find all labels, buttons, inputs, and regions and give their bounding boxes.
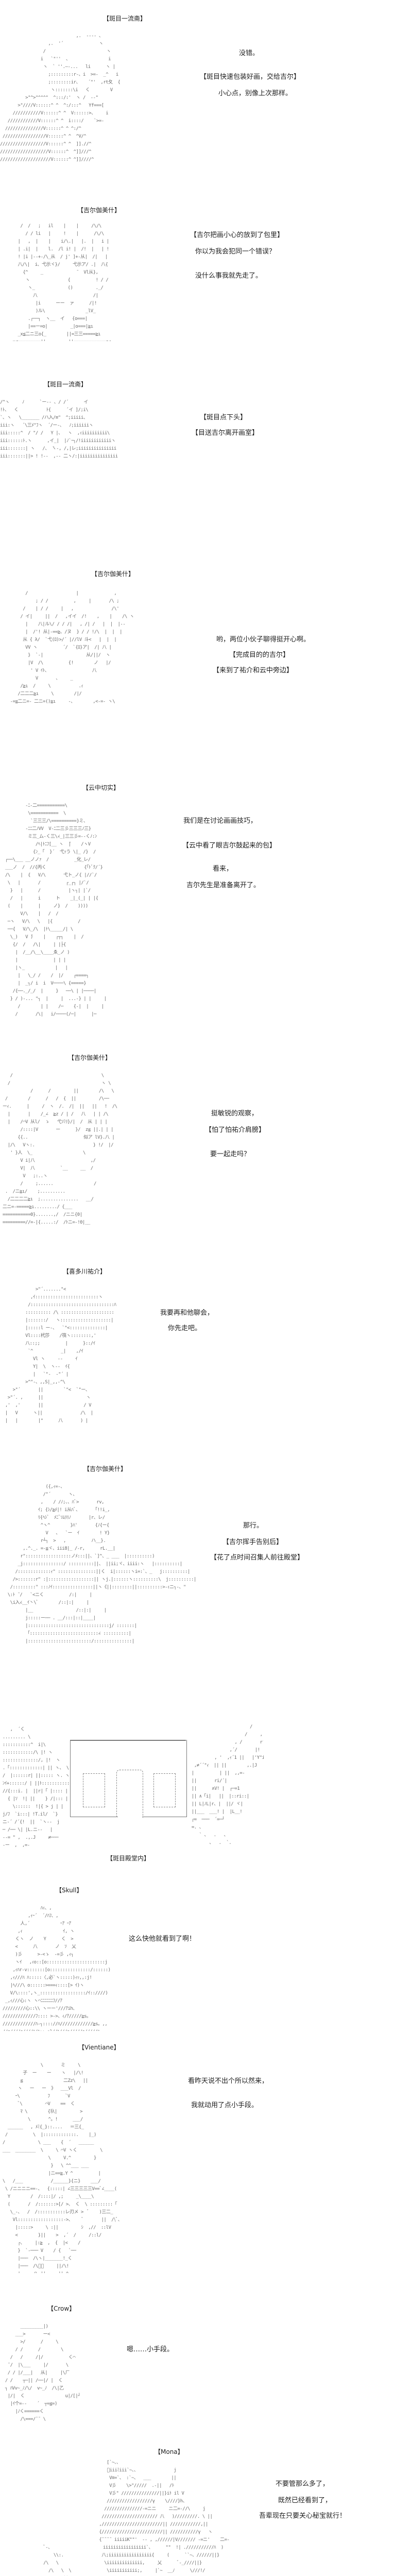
ascii-art-gilgamesh-wave: ({,ｨ=-、 /"´ ヽ、 , / /ﾉ;、、ﾊﾞ> rv, ｲ; {ｼ/≧ﾒ…: [7, 1484, 196, 1644]
ascii-art-palace-left-wing: , ´く ......... \ :::::::::::^ i|\ ::::::…: [2, 1727, 72, 1852]
panel-gilgamesh-4: ({,ｨ=-、 /"´ ヽ、 , / /ﾉ;、、ﾊﾞ> rv, ｲ; {ｼ/≧ﾒ…: [0, 1464, 412, 1714]
panel-gilgamesh-2: / | , ; / / , | /\ ; / | / / | , /\' / イ…: [0, 569, 412, 724]
dialogue-line: 我要再和他聊会，: [160, 1309, 214, 1317]
panel-vientiane: \ ミ \ 子 ー ー ヽ |/\! ≦ 二Zz\ || ヽ ー ー 》 ___…: [0, 2043, 412, 2275]
ascii-art-gilgamesh-greet: / | , ; / / , | /\ ; / | / / | , /\' / イ…: [10, 591, 134, 704]
speaker-label: 【Mona】: [154, 2448, 184, 2455]
ascii-art-gilgamesh: / / ; il | | /\/\ / / li | ! | /\/\ | , …: [10, 224, 112, 341]
panel-kumonaka: -ﾆ-二===========\ \=========== \ `三三三/\==…: [0, 783, 412, 1028]
ascii-art-vientiane: \ ミ \ 子 ー ー ヽ |/\! ≦ 二Zz\ || ヽ ー ー 》 ___…: [2, 2063, 123, 2273]
dialogue-line: 没错。: [239, 49, 260, 57]
speaker-label: 【斑目一流斋】: [103, 15, 147, 22]
palace-wall-right: [186, 1740, 187, 1817]
dialogue-line: 挺敏锐的观察，: [211, 1110, 259, 1117]
narration-line: 【花了点时间召集人前往殿堂】: [210, 1554, 304, 1562]
narration-line: 【斑目点下头】: [200, 414, 247, 421]
narration-line: 【吉尔把画小心的放到了包里】: [190, 231, 284, 239]
speaker-label: 【Vientiane】: [78, 2044, 120, 2051]
speaker-label: 【Skull】: [56, 1887, 83, 1894]
panel-mona: [`~、、 ﾞiiiﾐiii`~、、 j V≡=`、 :`~、 ___ || V…: [0, 2447, 412, 2576]
narration-line: 【吉尔挥手告别后】: [222, 1538, 283, 1546]
panel-skull: ﾊｨ、, ,ｨｰ´ ´/ﾊﾌ、, 人,´ ｰｱ ｰｱ ,ｨ ｲ, ヽ くヽ ノ …: [0, 1886, 412, 2031]
dialogue-line: 看来，: [213, 865, 233, 873]
palace-window-right: [153, 1773, 176, 1807]
panel-kitagawa: >"´......."< ,ｲ:::::::::::::::::::::::::…: [0, 1267, 412, 1427]
narration-line: 【斑目快速包装好画，交给吉尔】: [200, 73, 301, 81]
panel-madarame-2: /^ヽ ﾉ `ー-- 、/ /´ イ !ﾄ、 く ﾄ{ ´イ ]/;i\ `、ヽ…: [0, 380, 412, 465]
scene-caption: 【斑目殿堂内】: [107, 1855, 150, 1862]
narration-line: 【怕了怕祐介肩膀】: [205, 1126, 266, 1134]
narration-line: 【目送吉尔离开画室】: [192, 429, 259, 437]
dialogue-line: 我就动用了点小手段。: [191, 2102, 259, 2109]
speaker-label: 【Crow】: [47, 2305, 76, 2312]
dialogue-line: 哟，两位小伙子聊得挺开心啊。: [216, 636, 311, 643]
speaker-label: 【喜多川祐介】: [63, 1268, 107, 1275]
palace-wall-left: [70, 1740, 71, 1817]
dialogue-line: 吾辈现在只要关心秘宝就行！: [259, 2512, 347, 2520]
dialogue-line: 这么快他就看到了啊！: [129, 1935, 196, 1943]
panel-palace-exterior: , ´く ......... \ :::::::::::^ i|\ ::::::…: [0, 1716, 412, 1870]
speaker-label: 【吉尔伽美什】: [77, 207, 121, 214]
panel-crow: _________|) ___> ー< >/ / \ / / / \ / / /…: [0, 2304, 412, 2425]
dialogue-line: 要一起走吗？: [210, 1150, 251, 1158]
ascii-art-mona: [`~、、 ﾞiiiﾐiii`~、、 j V≡=`、 :`~、 ___ || V…: [43, 2460, 230, 2573]
dialogue-line: 我们是在讨论画画技巧，: [183, 817, 258, 825]
dialogue-line: 没什么事我就先走了。: [195, 272, 263, 280]
ascii-art-skull: ﾊｨ、, ,ｨｰ´ ´/ﾊﾌ、, 人,´ ｰｱ ｰｱ ,ｨ ｲ, ヽ くヽ ノ …: [2, 1906, 111, 2031]
speaker-label: 【云中切实】: [82, 784, 120, 791]
dialogue-line: 你先走吧。: [168, 1325, 202, 1332]
panel-madarame-1: ,. --‐‐ 、 ,. '´ ヽ / ヽ i `"'' 、 i ヽ ` ''.…: [0, 0, 412, 191]
ascii-art-madarame: ,. --‐‐ 、 ,. '´ ヽ / ヽ i `"'' 、 i ヽ ` ''.…: [0, 33, 121, 162]
ascii-art-gilgamesh-pat: / \ / ヽ \ / / || /\ \ / / / / { || /\── …: [2, 1073, 117, 1225]
panel-gilgamesh-3: / \ / ヽ \ / / || /\ \ / / / / { || /\── …: [0, 1053, 412, 1228]
ascii-art-madarame-bow: /^ヽ ﾉ `ー-- 、/ /´ イ !ﾄ、 く ﾄ{ ´イ ]/;i\ `、ヽ…: [0, 400, 118, 459]
dialogue-line: 小心点，别像上次那样。: [218, 90, 293, 97]
narration-line: 【完成目的的吉尔】: [229, 651, 290, 659]
narration-line: 【来到了祐介和云中旁边】: [213, 667, 294, 674]
ascii-art-crow: _________|) ___> ー< >/ / \ / / / \ / / /…: [5, 2324, 81, 2422]
dialogue-line: 嗯……小手段。: [127, 2346, 174, 2353]
speaker-label: 【吉尔伽美什】: [83, 1465, 127, 1472]
dialogue-line: 看昨天说不出个所以然来，: [188, 2077, 269, 2085]
palace-window-left: [83, 1773, 105, 1807]
dialogue-line: 吉尔先生是准备离开了。: [186, 882, 261, 889]
ascii-art-kumonaka: -ﾆ-二===========\ \=========== \ `三三三/\==…: [5, 803, 107, 1017]
speaker-label: 【吉尔伽美什】: [91, 570, 135, 578]
palace-door: [116, 1770, 143, 1818]
dialogue-line: 你以为我会犯同一个错误？: [195, 248, 276, 256]
dialogue-line: 既然已经看到了，: [278, 2497, 332, 2504]
ascii-art-kitagawa: >"´......."< ,ｲ:::::::::::::::::::::::::…: [5, 1287, 116, 1423]
dialogue-line: 不要管那么多了，: [276, 2480, 330, 2488]
ascii-art-palace-right-wing: / / , ⁄ ≠´"/! , / r´ ,γ´ ! ,´/ |! ,/ '! …: [191, 1724, 264, 1845]
speaker-label: 【吉尔伽美什】: [68, 1054, 112, 1061]
palace-roofline: [71, 1740, 186, 1741]
panel-gilgamesh-1: / / ; il | | /\/\ / / li | ! | /\/\ | , …: [0, 196, 412, 345]
speaker-label: 【斑目一流斋】: [44, 381, 88, 388]
dialogue-line: 那行。: [243, 1522, 264, 1530]
narration-line: 【云中看了眼吉尔鼓起来的包】: [182, 842, 277, 850]
